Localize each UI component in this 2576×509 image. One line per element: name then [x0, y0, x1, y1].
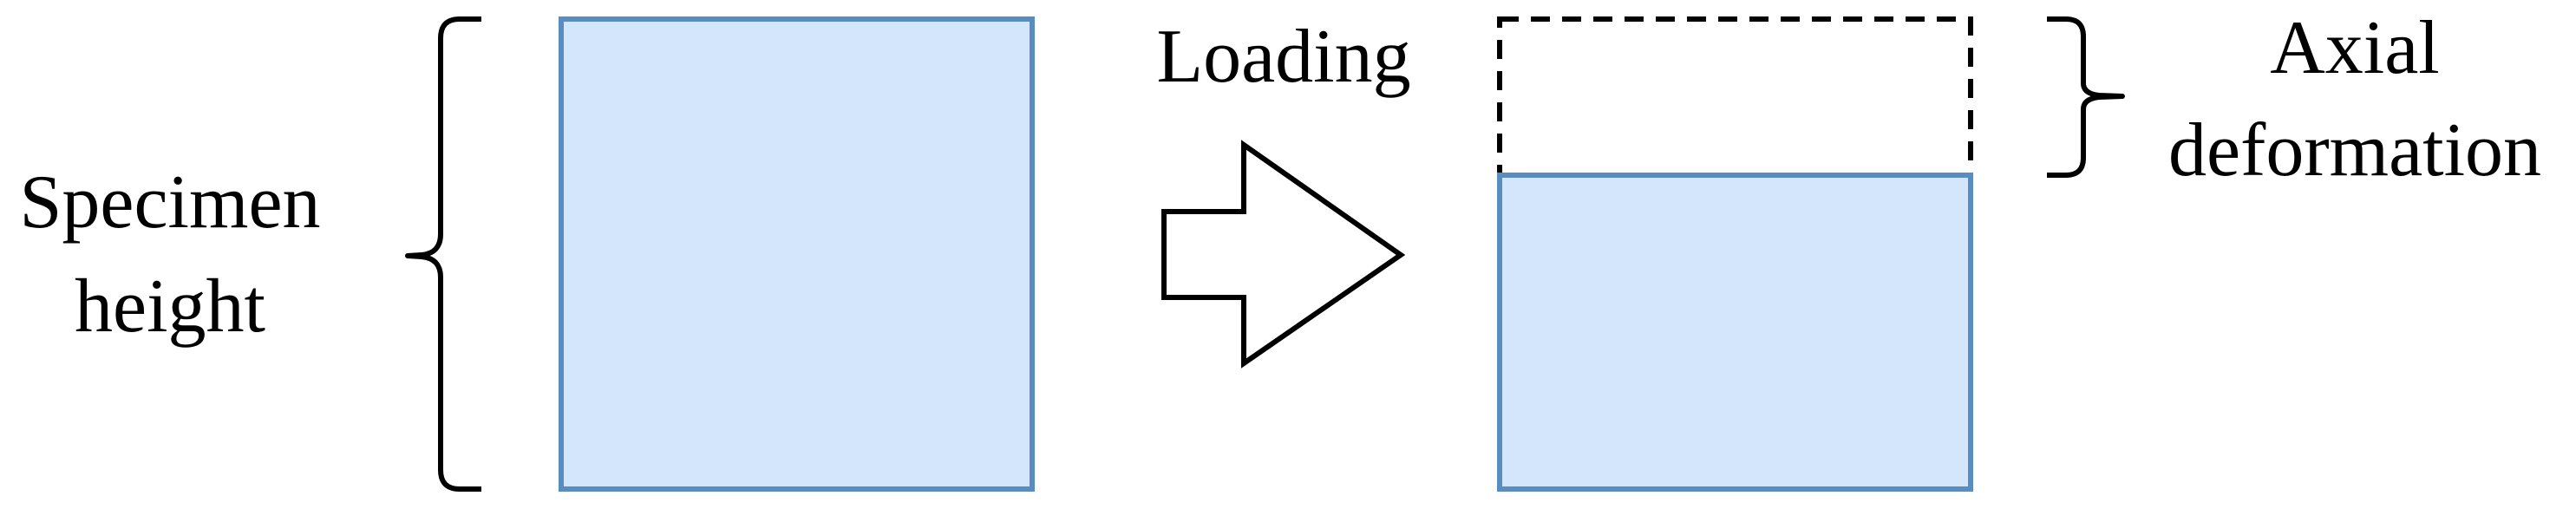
loading-arrow: [1161, 140, 1406, 369]
axial-deformation-label-line1: Axial: [2270, 6, 2440, 90]
loading-label: Loading: [1156, 15, 1411, 99]
original-specimen: [559, 16, 1035, 492]
specimen-height-brace: [405, 16, 481, 492]
specimen-height-label-line2: height: [75, 264, 265, 349]
deformed-specimen: [1497, 173, 1973, 492]
specimen-height-label-line1: Specimen: [19, 160, 321, 245]
axial-deformation-label-line2: deformation: [2167, 108, 2542, 193]
axial-deformation-brace: [2047, 16, 2125, 178]
